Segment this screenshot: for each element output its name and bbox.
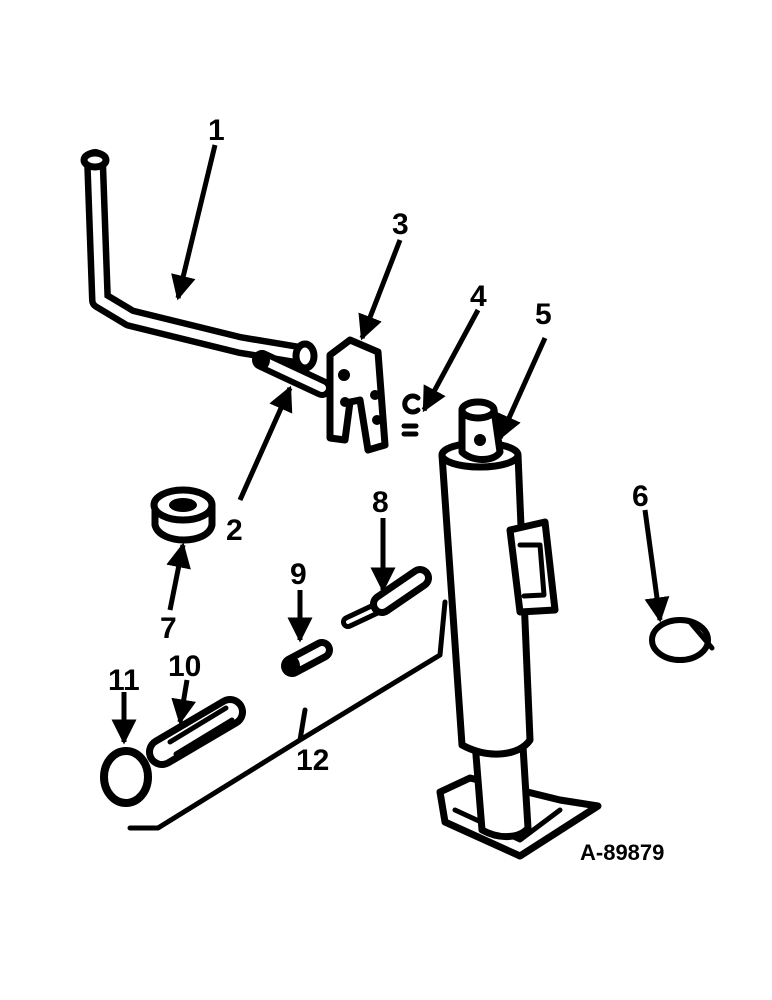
spring-ring [649, 617, 715, 663]
label-12: 12 [296, 744, 329, 777]
arrow-10 [171, 679, 197, 725]
callout-arrows [111, 144, 670, 745]
label-2: 2 [226, 514, 243, 547]
pin [252, 350, 332, 398]
label-3: 3 [392, 208, 409, 241]
callout-labels: 1 2 3 4 5 6 7 8 9 10 11 12 A-89879 [108, 114, 664, 865]
label-11: 11 [108, 664, 140, 697]
arrow-2 [237, 385, 293, 502]
arrow-3 [358, 239, 403, 341]
gear-shaft [146, 696, 246, 768]
label-10: 10 [168, 650, 201, 683]
jack-body [436, 398, 602, 860]
label-9: 9 [290, 558, 307, 591]
handle-crank [80, 149, 318, 372]
arrow-1 [171, 144, 218, 301]
label-7: 7 [160, 612, 177, 645]
bushing [150, 486, 216, 544]
label-8: 8 [372, 486, 389, 519]
label-4: 4 [470, 280, 487, 313]
clevis-bracket [326, 336, 389, 454]
label-1: 1 [208, 114, 225, 147]
retaining-clip [401, 393, 421, 437]
kit-bracket-line [127, 599, 448, 831]
arrow-7 [166, 542, 191, 611]
label-5: 5 [535, 298, 552, 331]
o-ring [100, 747, 152, 807]
label-6: 6 [632, 480, 649, 513]
reference-code: A-89879 [580, 840, 664, 865]
arrow-5 [497, 336, 548, 441]
arrow-4 [421, 308, 481, 413]
arrow-6 [642, 509, 670, 623]
shaft-pin [341, 566, 432, 629]
short-pin [281, 639, 333, 677]
